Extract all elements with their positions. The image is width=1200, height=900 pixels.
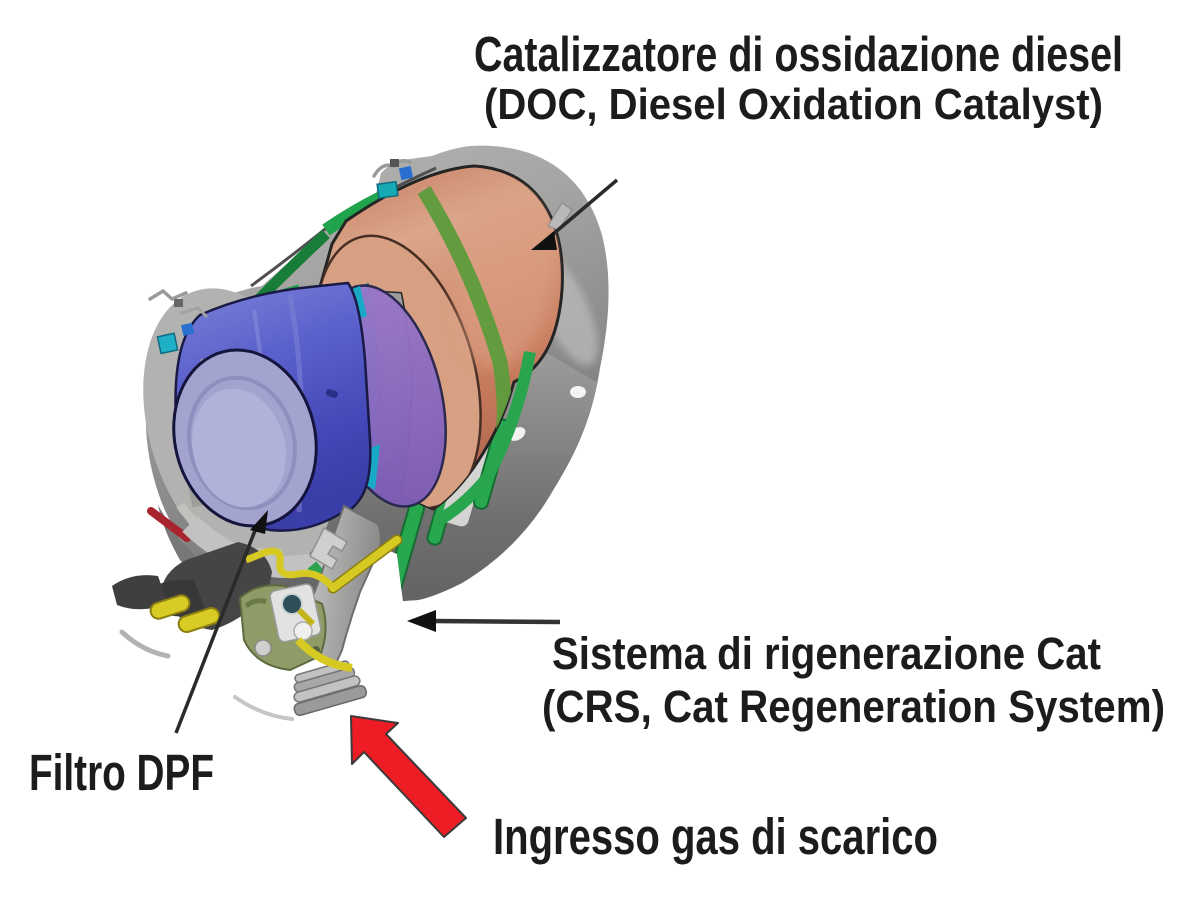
svg-text:Ingresso gas di scarico: Ingresso gas di scarico xyxy=(493,808,938,865)
svg-text:(CRS, Cat Regeneration System): (CRS, Cat Regeneration System) xyxy=(542,681,1165,732)
svg-text:Filtro DPF: Filtro DPF xyxy=(29,744,214,801)
svg-text:Sistema di rigenerazione Cat: Sistema di rigenerazione Cat xyxy=(552,628,1101,679)
svg-text:(DOC, Diesel Oxidation Catalys: (DOC, Diesel Oxidation Catalyst) xyxy=(484,80,1103,129)
svg-text:Catalizzatore di ossidazione d: Catalizzatore di ossidazione diesel xyxy=(474,28,1123,82)
